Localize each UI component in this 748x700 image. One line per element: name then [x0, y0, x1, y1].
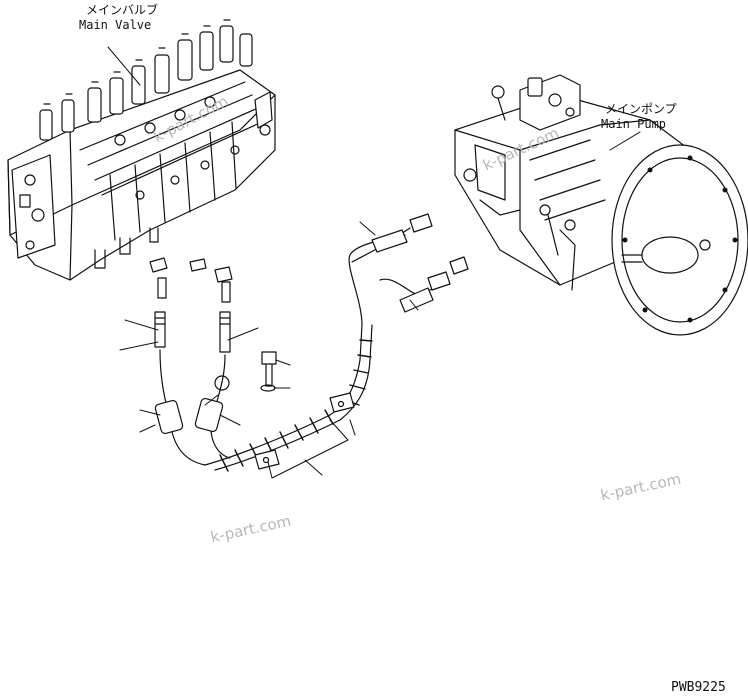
main-pump-assembly	[454, 74, 748, 336]
main-pump-label-en: Main Pump	[601, 117, 667, 131]
drawing-code: PWB9225	[671, 680, 726, 695]
main-valve-label-en: Main Valve	[79, 18, 152, 32]
main-valve-assembly	[7, 19, 276, 281]
main-valve-label-jp: メインバルブ	[86, 3, 159, 17]
leader-lines	[107, 46, 641, 479]
hose-assembly	[149, 213, 469, 472]
main-pump-label-jp: メインポンプ	[605, 102, 677, 116]
